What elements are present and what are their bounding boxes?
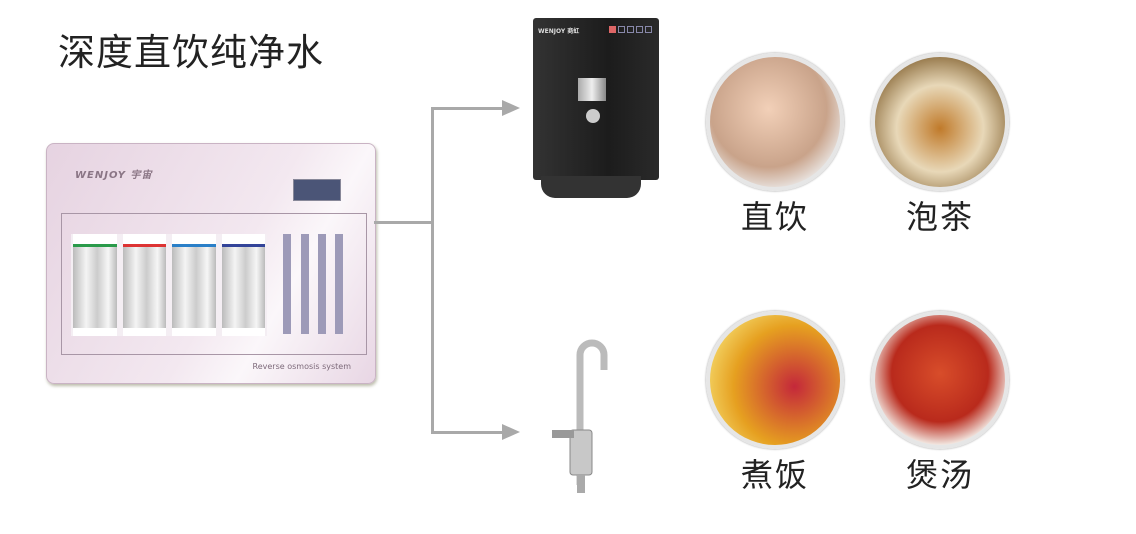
- filter-cartridges: [71, 234, 267, 336]
- use-label-soup: 煲汤: [905, 456, 974, 494]
- water-dispenser-image: WENJOY 商虹: [533, 18, 661, 200]
- dispenser-button: [636, 26, 643, 33]
- purifier-brand: WENJOY 宇宙: [75, 170, 153, 181]
- pipe-bottom: [431, 431, 503, 434]
- use-label-tea: 泡茶: [905, 198, 974, 236]
- filter-cartridge: [122, 234, 166, 336]
- dispenser-button: [645, 26, 652, 33]
- dispenser-body: WENJOY 商虹: [533, 18, 659, 180]
- pipe-horizontal: [374, 221, 434, 224]
- filter-cartridge: [73, 234, 117, 336]
- pipe-top: [431, 107, 503, 110]
- pipe-vertical: [431, 107, 434, 434]
- purifier-display: [293, 179, 341, 201]
- ro-purifier-image: WENJOY 宇宙 Reverse osmosis system: [46, 143, 376, 384]
- dispenser-button: [627, 26, 634, 33]
- use-label-rice: 煮饭: [740, 456, 809, 494]
- dispenser-brand: WENJOY 商虹: [538, 28, 580, 35]
- tea-image: [871, 53, 1009, 191]
- dispenser-button: [609, 26, 616, 33]
- purifier-caption: Reverse osmosis system: [252, 362, 351, 371]
- filter-cartridge: [221, 234, 265, 336]
- dispenser-logo: [586, 109, 600, 123]
- rice-cooker-image: [706, 311, 844, 449]
- vent-slot: [283, 234, 291, 334]
- vent-slot: [301, 234, 309, 334]
- vent-slot: [318, 234, 326, 334]
- page-title: 深度直饮纯净水: [58, 31, 324, 74]
- drip-tray: [541, 176, 641, 198]
- arrow-right-icon: [502, 424, 520, 440]
- arrow-right-icon: [502, 100, 520, 116]
- dispenser-button: [618, 26, 625, 33]
- faucet-image: [552, 339, 608, 493]
- filter-cartridge: [172, 234, 216, 336]
- purifier-window: [61, 213, 367, 355]
- dispenser-nozzle: [578, 78, 606, 101]
- drinking-image: [706, 53, 844, 191]
- use-label-drink: 直饮: [740, 198, 809, 236]
- soup-image: [871, 311, 1009, 449]
- vent-slot: [335, 234, 343, 334]
